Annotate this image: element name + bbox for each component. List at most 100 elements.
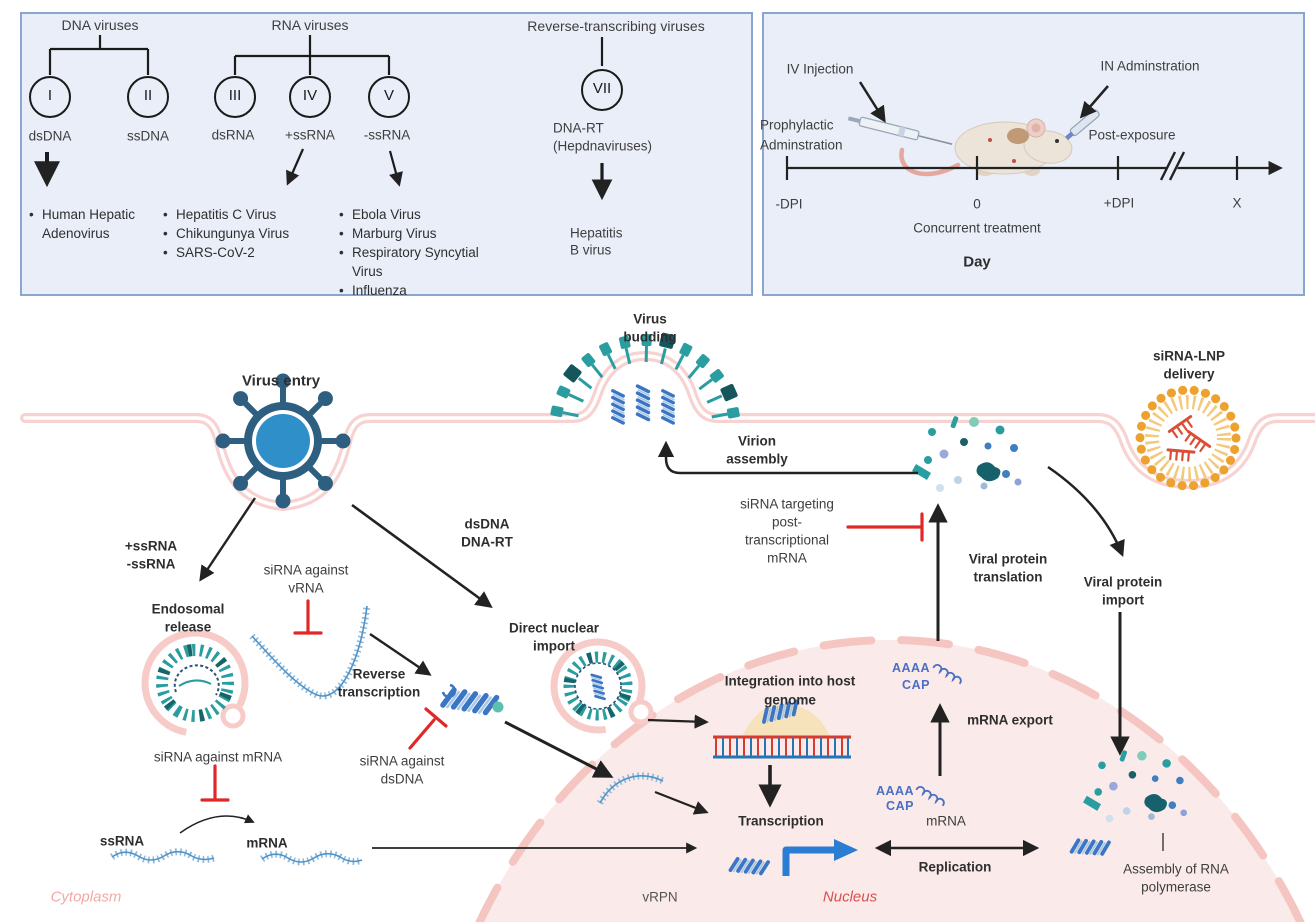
sirna-vrna-label: siRNA against <box>263 562 349 578</box>
dsdna-route-label: dsDNA <box>464 516 510 532</box>
in-administration-label: IN Adminstration <box>1100 58 1200 74</box>
genome-integration-icon <box>713 699 851 759</box>
virus-budding-label-2: budding <box>623 329 677 345</box>
sirna-post-label: siRNA targeting <box>740 496 834 512</box>
dsdna-virus-list: Human Hepatic Adenovirus <box>28 205 160 243</box>
list-item: Hepatitis C Virus <box>162 205 327 224</box>
ssrna-label: ssRNA <box>99 833 145 849</box>
lnp-icon <box>1135 385 1241 491</box>
mrna-strand <box>260 850 364 866</box>
dna-viruses-title: DNA viruses <box>61 17 139 33</box>
concurrent-treatment-label: Concurrent treatment <box>913 220 1041 236</box>
sirna-post-label-4: mRNA <box>767 550 807 566</box>
nucleus-label: Nucleus <box>822 888 878 906</box>
virus-budding-label: Virus <box>633 311 667 327</box>
prophylactic-label: Prophylactic <box>760 117 834 133</box>
sirna-post-label-2: post- <box>771 514 803 530</box>
virus-icon <box>215 373 351 509</box>
mrna-cyto-label: mRNA <box>246 835 288 851</box>
transcription-label: Transcription <box>738 813 824 829</box>
group-iv-circle: IV <box>289 76 331 118</box>
endosomal-release-label-2: release <box>164 619 212 635</box>
list-item: Marburg Virus <box>338 224 510 243</box>
inhibition-bars <box>200 512 924 802</box>
sirna-vrna-label-2: vRNA <box>288 580 324 596</box>
dsrna-label: dsRNA <box>211 127 255 143</box>
nuclear-import-endosome-icon <box>550 638 654 734</box>
viral-protein-translation-label-2: translation <box>973 569 1043 585</box>
day-axis <box>785 149 1283 183</box>
sirna-dsdna-label-2: dsDNA <box>380 771 424 787</box>
classification-tree-lines <box>48 35 604 75</box>
hepdnaviruses-label: (Hepdnaviruses) <box>553 138 653 154</box>
cap-lower-aaaa: AAAA <box>875 784 915 798</box>
pssrna-label: +ssRNA <box>285 127 335 143</box>
nuclear-vrna-strand <box>596 772 665 805</box>
virion-assembly-label: Virion <box>737 433 777 449</box>
administration-arrows <box>858 81 1109 123</box>
sirna-post-label-3: transcriptional <box>744 532 830 548</box>
group-vii-circle: VII <box>581 69 623 111</box>
rna-viruses-title: RNA viruses <box>271 17 349 33</box>
virion-assembly-label-2: assembly <box>726 451 788 467</box>
nssrna-virus-list: Ebola Virus Marburg Virus Respiratory Sy… <box>338 205 510 300</box>
group-i-circle: I <box>29 76 71 118</box>
vrpn-label: vRPN <box>642 889 678 905</box>
dsdna-route-label-2: DNA-RT <box>461 534 513 550</box>
list-item: SARS-CoV-2 <box>162 243 327 262</box>
dsdna-helix-icon <box>443 683 504 715</box>
group-ii-circle: II <box>127 76 169 118</box>
dsdna-label: dsDNA <box>28 128 72 144</box>
tick-x: X <box>1232 195 1242 211</box>
cap-lower-cap: CAP <box>886 799 914 813</box>
mrna-nucleus-label: mRNA <box>926 813 966 829</box>
integration-label-2: genome <box>764 692 816 708</box>
sirna-dsdna-label: siRNA against <box>359 753 445 769</box>
mrna-export-label: mRNA export <box>967 712 1053 728</box>
hepatitis-b-label: Hepatitis <box>570 225 623 241</box>
list-item: Respiratory Syncytial Virus <box>338 243 510 281</box>
list-item: Human Hepatic Adenovirus <box>28 205 160 243</box>
integration-label: Integration into host <box>724 673 856 689</box>
viral-protein-import-label-2: import <box>1102 592 1144 608</box>
hepatitis-b-label-2: B virus <box>570 242 612 258</box>
list-item: Ebola Virus <box>338 205 510 224</box>
tick-minus-dpi: -DPI <box>775 196 803 212</box>
mouse-icon <box>899 118 1073 177</box>
tick-plus-dpi: +DPI <box>1103 195 1135 211</box>
reverse-transcription-label-2: transcription <box>337 684 421 700</box>
viral-protein-cluster-cytoplasm <box>912 415 1022 492</box>
viral-protein-translation-label: Viral protein <box>968 551 1048 567</box>
cap-upper-cap: CAP <box>902 678 930 692</box>
sirna-lnp-label-2: delivery <box>1163 366 1215 382</box>
group-iii-circle: III <box>214 76 256 118</box>
assembly-rnap-label-2: polymerase <box>1141 879 1211 895</box>
reverse-transcription-label: Reverse <box>352 666 406 682</box>
direct-nuclear-import-label-2: import <box>533 638 575 654</box>
classification-arrows <box>34 148 613 201</box>
iv-injection-label: IV Injection <box>786 61 854 77</box>
prophylactic-label-2: Adminstration <box>760 137 843 153</box>
list-item: Chikungunya Virus <box>162 224 327 243</box>
ssrna-types-label: +ssRNA <box>124 538 178 554</box>
replication-label: Replication <box>918 859 992 875</box>
cytoplasm-label: Cytoplasm <box>50 888 122 906</box>
viral-protein-import-label: Viral protein <box>1083 574 1163 590</box>
virus-entry-label: Virus entry <box>241 372 321 390</box>
sirna-lnp-label: siRNA-LNP <box>1152 348 1226 364</box>
ssdna-label: ssDNA <box>126 128 170 144</box>
virus-budding-icon <box>550 332 740 425</box>
flow-arrows <box>179 440 1130 857</box>
ssrna-strand <box>110 848 216 864</box>
vrna-strand <box>249 605 371 700</box>
cap-upper-aaaa: AAAA <box>891 661 931 675</box>
assembly-rnap-label: Assembly of RNA <box>1123 861 1229 877</box>
tick-zero: 0 <box>973 196 981 212</box>
cell-membrane <box>20 350 1315 512</box>
dnart-label: DNA-RT <box>553 120 604 136</box>
list-item: Influenza <box>338 281 510 300</box>
pssrna-virus-list: Hepatitis C Virus Chikungunya Virus SARS… <box>162 205 327 262</box>
rt-viruses-title: Reverse-transcribing viruses <box>527 18 705 34</box>
syringe-icon <box>847 116 953 145</box>
